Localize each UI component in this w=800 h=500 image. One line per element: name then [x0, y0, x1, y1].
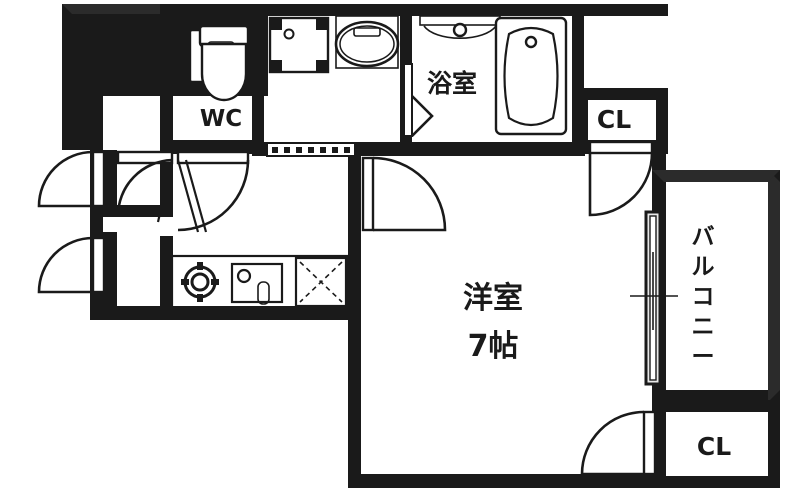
- doors-group: [37, 140, 678, 476]
- room-label-balcony: バルコニー: [692, 224, 715, 370]
- toilet-fixture: [188, 24, 250, 102]
- room-label-bathroom: 浴室: [427, 69, 477, 98]
- washing-machine-pan: [268, 16, 330, 74]
- kitchen-sink-fixture: [230, 262, 284, 305]
- bathtub-fixture: [494, 16, 568, 136]
- refrigerator-space: [294, 256, 348, 308]
- washroom-door[interactable]: [176, 150, 250, 233]
- main-room-door[interactable]: [361, 156, 447, 232]
- room-label-main-room: 洋室: [463, 281, 523, 316]
- room-kitchen-hall: [170, 254, 350, 310]
- room-wc: WC: [188, 24, 250, 132]
- room-label-wc: WC: [200, 106, 242, 132]
- closet-bottom-door[interactable]: [580, 410, 657, 476]
- room-label-closet-bottom: CL: [697, 432, 731, 461]
- balcony-char-5: ー: [692, 344, 715, 370]
- room-label-closet-top: CL: [597, 105, 631, 134]
- washbasin-fixture: [334, 15, 400, 69]
- room-washroom: [266, 15, 400, 157]
- bathroom-door[interactable]: [403, 63, 434, 137]
- balcony-char-1: バ: [692, 224, 715, 250]
- room-label-main-room-size: 7帖: [468, 329, 519, 364]
- washroom-sliding-door[interactable]: [266, 142, 356, 157]
- room-labels-group: 洋室 7帖 CL CL バルコニー: [463, 105, 731, 461]
- balcony-char-3: コ: [692, 284, 715, 310]
- room-bathroom: 浴室: [403, 15, 568, 137]
- entry-upper-door[interactable]: [37, 150, 106, 208]
- stove-burner-fixture: [181, 262, 219, 302]
- balcony-char-4: ニ: [692, 314, 715, 340]
- closet-top-door[interactable]: [588, 140, 654, 217]
- balcony-sliding-door[interactable]: [630, 210, 678, 386]
- wc-door[interactable]: [116, 150, 174, 223]
- entrance-door[interactable]: [37, 236, 106, 294]
- balcony-char-2: ル: [692, 254, 715, 280]
